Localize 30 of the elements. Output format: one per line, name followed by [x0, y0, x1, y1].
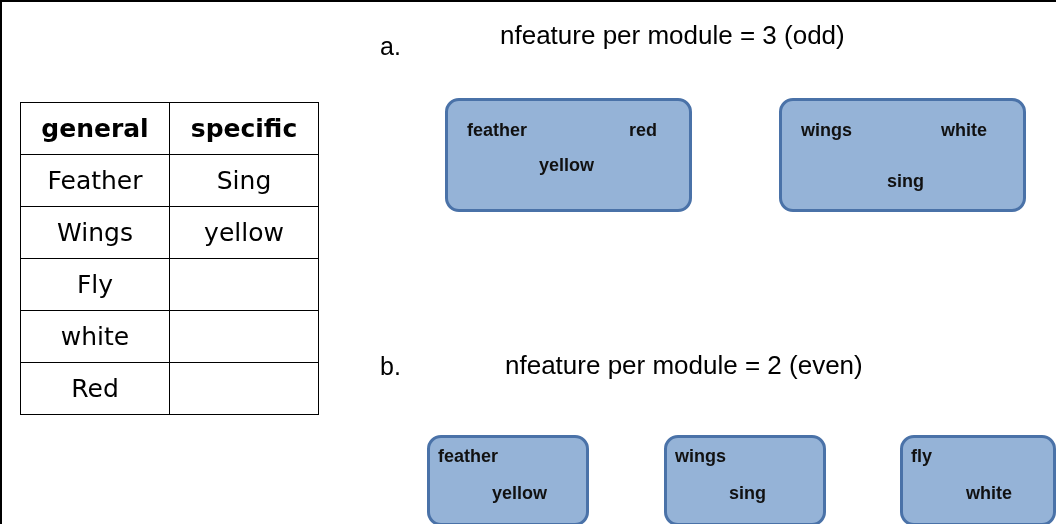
table-entry: yellow	[169, 206, 319, 259]
feature-word: feather	[438, 446, 499, 467]
table-entry: Wings	[20, 206, 170, 259]
feature-word: wings	[675, 446, 726, 467]
feature-word: feather	[467, 120, 528, 141]
feature-word: sing	[729, 483, 766, 504]
panel-letter: b.	[380, 352, 401, 381]
table-entry: white	[20, 310, 170, 363]
table-entry: Sing	[169, 154, 319, 207]
feature-word: yellow	[539, 155, 595, 176]
table-entry: Feather	[20, 154, 170, 207]
feature-module-box	[445, 98, 692, 212]
feature-word: white	[966, 483, 1012, 504]
panel-heading: nfeature per module = 3 (odd)	[500, 20, 845, 51]
table-entry: Fly	[20, 258, 170, 311]
feature-module-box	[427, 435, 589, 524]
column-header: specific	[169, 102, 319, 155]
table-entry: Red	[20, 362, 170, 415]
feature-module-box	[664, 435, 826, 524]
feature-word: wings	[801, 120, 852, 141]
feature-module-box	[900, 435, 1056, 524]
feature-word: sing	[887, 171, 924, 192]
panel-letter: a.	[380, 32, 401, 61]
feature-word: red	[629, 120, 657, 141]
feature-module-box	[779, 98, 1026, 212]
panel-heading: nfeature per module = 2 (even)	[505, 350, 863, 381]
feature-word: yellow	[492, 483, 548, 504]
column-header: general	[20, 102, 170, 155]
feature-word: white	[941, 120, 987, 141]
feature-word: fly	[911, 446, 932, 467]
